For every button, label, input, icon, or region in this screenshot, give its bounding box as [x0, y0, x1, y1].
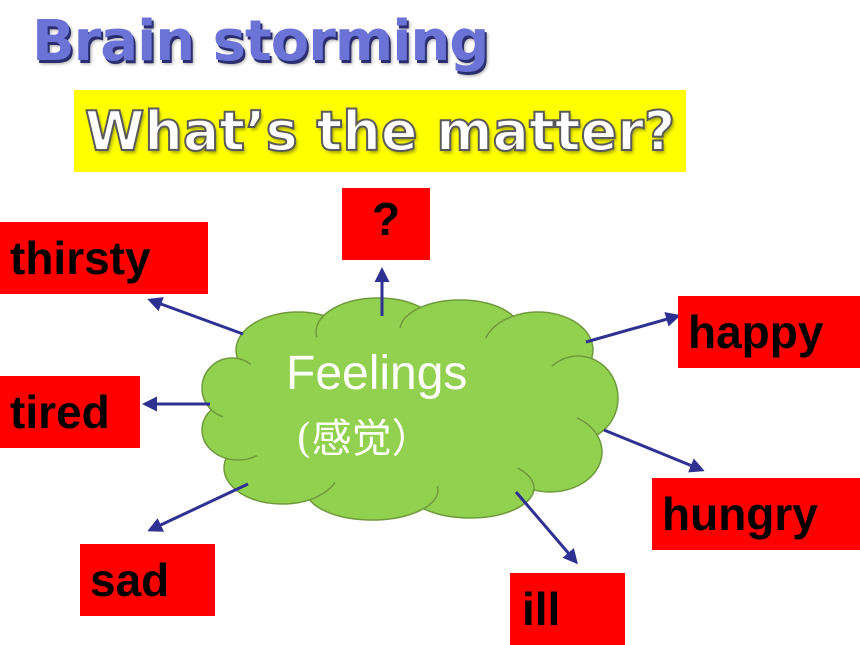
slide-title: Brain storming [32, 9, 489, 74]
arrow-to-sad [147, 482, 249, 532]
word-box-happy: happy [678, 296, 860, 368]
arrow-to-thirsty [147, 297, 244, 336]
center-label-feelings: Feelings [286, 347, 468, 400]
question-banner: What’s the matter? [74, 90, 686, 172]
arrow-to-ill [514, 491, 578, 565]
arrow-to-hungry [603, 428, 705, 473]
word-box-thirsty: thirsty [0, 222, 208, 294]
word-box-ill: ill [510, 573, 625, 645]
word-box-hungry: hungry [652, 478, 860, 550]
question-text: What’s the matter? [84, 99, 676, 164]
word-box-unknown: ? [342, 188, 430, 260]
word-box-sad: sad [80, 544, 215, 616]
arrow-to-happy [585, 312, 681, 344]
center-label-chinese: (感觉） [296, 416, 432, 462]
word-box-tired: tired [0, 376, 140, 448]
feelings-cloud [201, 297, 619, 521]
